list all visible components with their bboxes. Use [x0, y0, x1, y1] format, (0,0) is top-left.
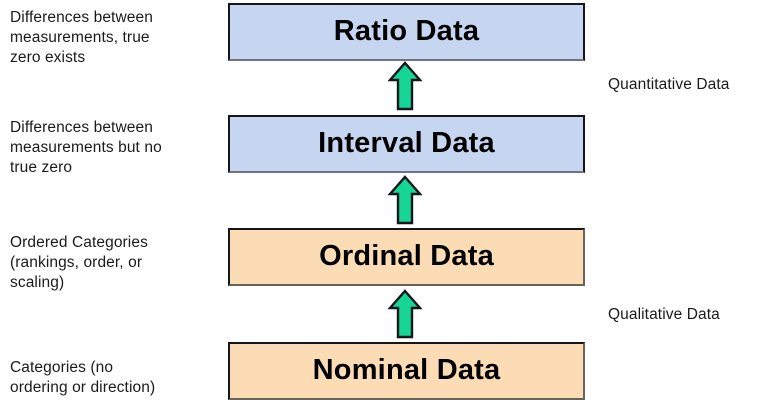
- arrow-interval-to-ratio: [387, 61, 423, 111]
- up-arrow-icon: [387, 61, 423, 111]
- arrow-nominal-to-ordinal: [387, 289, 423, 339]
- level-label-ordinal: Ordinal Data: [319, 240, 494, 272]
- description-ratio: Differences between measurements, true z…: [10, 9, 153, 66]
- description-ordinal: Ordered Categories (rankings, order, or …: [10, 234, 148, 291]
- arrow-ordinal-to-interval: [387, 175, 423, 225]
- level-box-nominal: Nominal Data: [228, 342, 585, 400]
- description-nominal: Categories (no ordering or direction): [10, 359, 156, 396]
- level-box-ordinal: Ordinal Data: [228, 228, 585, 286]
- level-label-interval: Interval Data: [318, 127, 495, 159]
- level-label-nominal: Nominal Data: [312, 354, 501, 386]
- level-box-interval: Interval Data: [228, 115, 585, 173]
- description-interval: Differences between measurements but no …: [10, 119, 162, 176]
- level-label-ratio: Ratio Data: [333, 15, 480, 47]
- up-arrow-icon: [387, 175, 423, 225]
- up-arrow-icon: [387, 289, 423, 339]
- level-box-ratio: Ratio Data: [228, 3, 585, 61]
- group-label-qualitative: Qualitative Data: [608, 306, 720, 323]
- group-label-quantitative: Quantitative Data: [608, 76, 730, 93]
